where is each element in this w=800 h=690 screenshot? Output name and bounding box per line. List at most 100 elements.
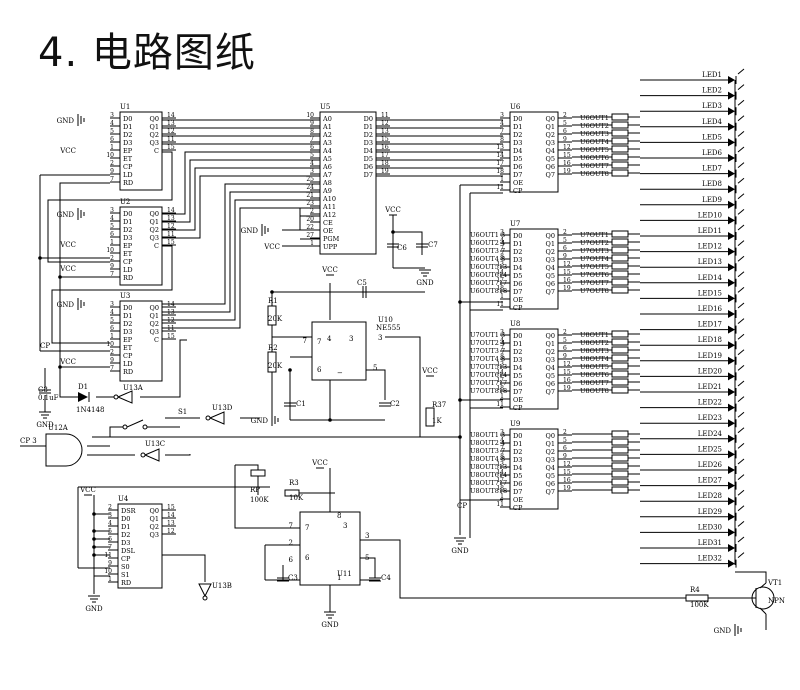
pin-number: 1 xyxy=(310,240,314,247)
pin-label: Q3 xyxy=(150,139,159,147)
pin-number: 18 xyxy=(496,385,504,392)
net-label: U6OUT4 8 xyxy=(470,255,505,263)
pin-number: 22 xyxy=(306,224,314,231)
led-diode xyxy=(728,481,735,490)
pin-number: 10 xyxy=(106,152,114,159)
pin-number: 3 xyxy=(110,301,114,308)
component-label: 1N4148 xyxy=(76,406,104,414)
resistor xyxy=(611,370,629,378)
gnd-label: GND xyxy=(57,117,75,125)
pin-label: C xyxy=(154,147,159,155)
pin-label: A2 xyxy=(322,131,332,139)
pin-number: 19 xyxy=(563,168,571,175)
gnd-label: GND xyxy=(57,211,75,219)
vcc-label: VCC xyxy=(59,241,76,249)
pin-label: UPP xyxy=(323,243,338,251)
pin-label: S1 xyxy=(121,571,130,579)
led-label: LED4 xyxy=(702,118,722,126)
gnd-symbol xyxy=(419,269,431,277)
pin-label: CP xyxy=(513,404,523,412)
pin-number: 9 xyxy=(563,253,567,260)
resistor xyxy=(611,113,629,121)
pin-label: Q3 xyxy=(546,139,555,147)
pin-number: 11 xyxy=(496,401,504,408)
pin-number: 11 xyxy=(496,301,504,308)
resistor xyxy=(611,254,629,262)
led-diode xyxy=(728,278,735,287)
pin-number: 2 xyxy=(563,429,567,436)
pin-label: Q3 xyxy=(546,256,555,264)
switch-s1-contact xyxy=(142,424,148,430)
pin-number: 15 xyxy=(167,239,175,246)
pin-label: D2 xyxy=(513,348,522,356)
net-label: U6OUT7 xyxy=(580,162,609,170)
pin-label: Q7 xyxy=(546,488,555,496)
pin-number: 4 xyxy=(108,520,112,527)
pin-label: D5 xyxy=(513,372,522,380)
led-diode xyxy=(728,372,735,381)
led-ray xyxy=(737,396,745,402)
pin-number: 11 xyxy=(381,112,389,119)
pin-number: 8 xyxy=(500,253,504,260)
pin-label: Q6 xyxy=(546,280,555,288)
pin-number: 13 xyxy=(496,144,504,151)
led-diode xyxy=(728,497,735,506)
led-ray xyxy=(737,411,745,418)
junction-dot xyxy=(92,545,96,549)
net-label: U8OUT8 xyxy=(580,387,609,395)
led xyxy=(640,349,745,365)
pin-number: 15 xyxy=(563,269,571,276)
pin-label: Q5 xyxy=(546,272,555,280)
pin-number: 12 xyxy=(381,120,389,127)
led-label: LED26 xyxy=(698,461,723,469)
pin-label: D6 xyxy=(513,163,522,171)
led xyxy=(640,68,745,84)
pin-label: CP xyxy=(123,352,133,360)
pin-label: D7 xyxy=(513,488,522,496)
chip-u9 xyxy=(509,428,559,510)
vcc-label: VCC xyxy=(384,206,401,214)
pin-number: 23 xyxy=(306,200,314,207)
pin-label: D6 xyxy=(513,380,522,388)
resistor xyxy=(611,438,629,446)
component-label: C2 xyxy=(390,400,400,408)
component-label: R4 xyxy=(690,586,700,594)
pin-number: 1 xyxy=(110,333,114,340)
pin-number: 1 xyxy=(337,574,341,582)
pin-label: Q2 xyxy=(150,131,159,139)
net-label: U6OUT1 xyxy=(580,114,609,122)
led xyxy=(640,365,745,381)
led-diode xyxy=(728,559,735,568)
pin-number: 2 xyxy=(563,229,567,236)
gnd-label: GND xyxy=(451,547,469,555)
pin-label: D0 xyxy=(513,332,522,340)
diode-d1 xyxy=(78,392,88,402)
pin-label: Q2 xyxy=(150,320,159,328)
pin-label: Q5 xyxy=(546,155,555,163)
pin-number: 13 xyxy=(167,120,175,127)
pin-label: DSR xyxy=(121,507,137,515)
pin-label: D0 xyxy=(121,515,130,523)
led xyxy=(640,162,745,178)
led-ray xyxy=(737,427,745,434)
led-label: LED29 xyxy=(698,508,722,516)
resistor-r37 xyxy=(425,407,435,427)
pin-label: LD xyxy=(123,171,133,179)
led-ray xyxy=(737,224,745,231)
pin-number: 27 xyxy=(306,232,314,239)
led-label: LED11 xyxy=(698,227,722,235)
pin-number: 10 xyxy=(106,247,114,254)
pin-label: A11 xyxy=(322,203,336,211)
pin-label: D2 xyxy=(513,248,522,256)
led-diode xyxy=(728,356,735,365)
pin-number: 7 xyxy=(500,245,504,252)
net-label: U6OUT513 xyxy=(470,263,507,271)
pin-label: A5 xyxy=(322,155,332,163)
pin-number: 3 xyxy=(310,168,314,175)
pin-label: D1 xyxy=(123,123,132,131)
pin-number: 5 xyxy=(110,317,114,324)
pin-number: 16 xyxy=(563,477,571,484)
junction-dot xyxy=(270,290,274,294)
led-diode xyxy=(728,512,735,521)
